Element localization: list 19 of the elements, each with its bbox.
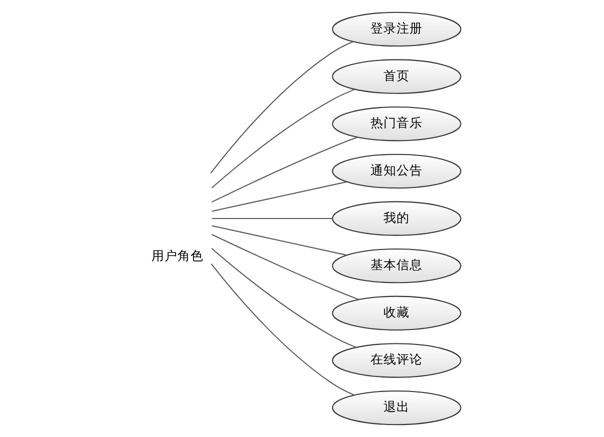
node-ellipse: 我的 (332, 201, 462, 236)
connector (212, 181, 347, 212)
node-ellipse: 收藏 (332, 296, 462, 330)
node-ellipse: 通知公告 (332, 154, 462, 189)
node-ellipse: 首页 (332, 59, 462, 94)
node-ellipse: 基本信息 (332, 248, 462, 284)
connector (212, 218, 332, 220)
node-ellipse: 退出 (332, 390, 462, 426)
connector (211, 88, 355, 188)
connector (212, 234, 359, 300)
connector (210, 263, 354, 396)
node-ellipse: 热门音乐 (332, 106, 462, 142)
connector (211, 248, 356, 348)
connector (212, 225, 347, 256)
node-text: 用户角色 (151, 248, 204, 264)
connector (212, 136, 358, 203)
connector (210, 41, 354, 174)
node-ellipse: 在线评论 (332, 343, 462, 378)
node-ellipse: 登录注册 (332, 12, 462, 47)
